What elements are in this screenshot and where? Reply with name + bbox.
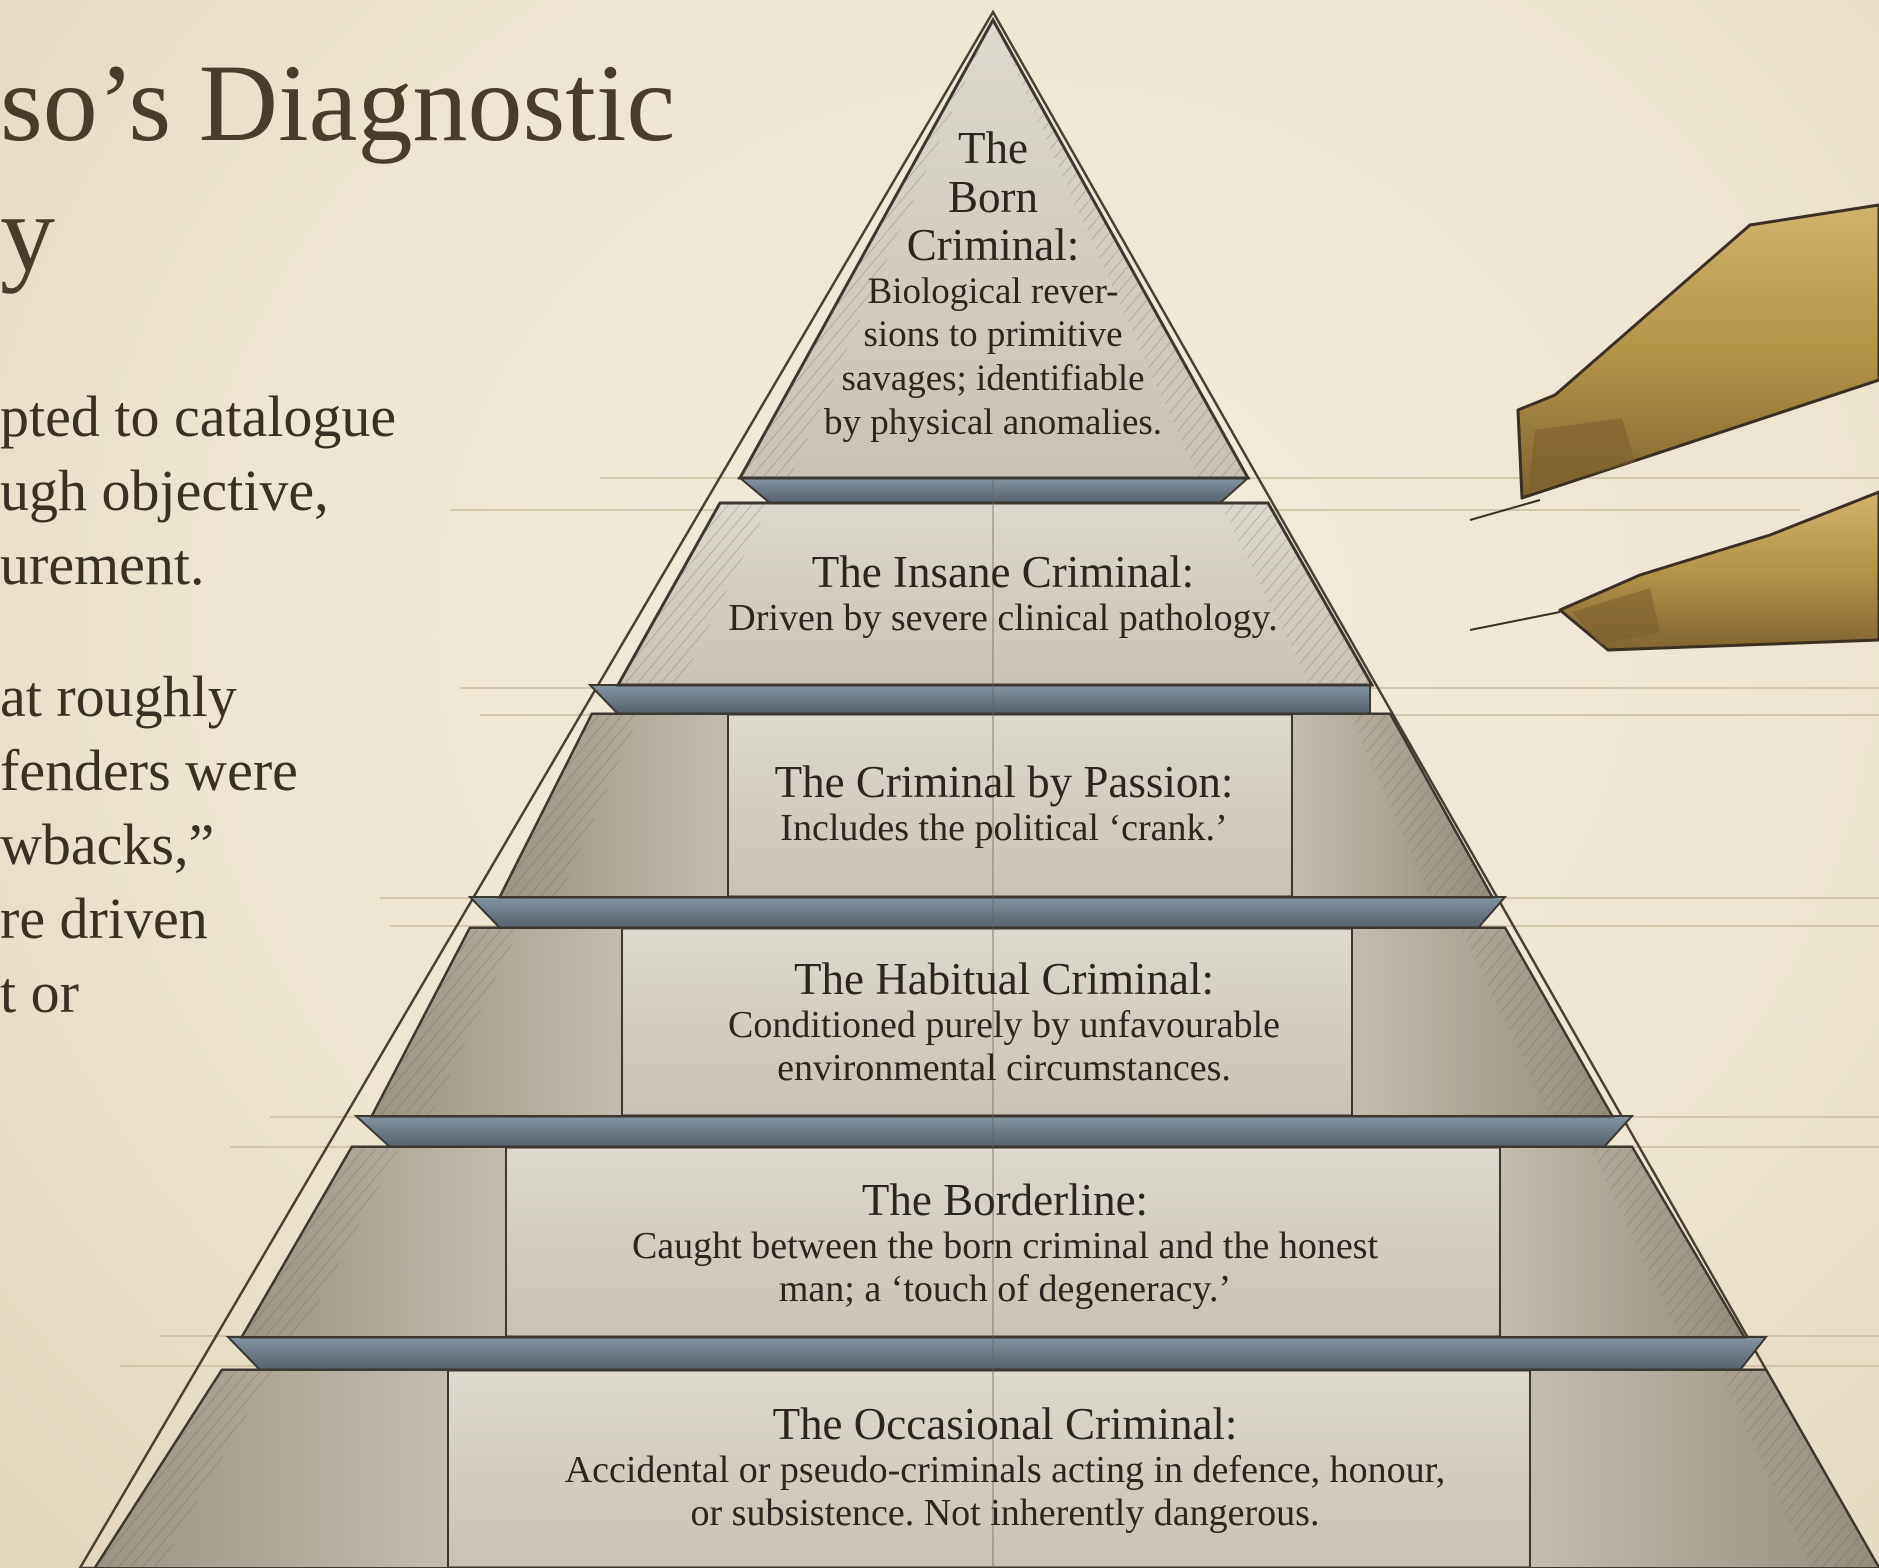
tier-occasional-criminal: The Occasional Criminal: Accidental or p… xyxy=(565,1400,1446,1535)
tier-description: Conditioned purely by unfavourable xyxy=(728,1003,1280,1046)
tier-title: The Borderline: xyxy=(861,1175,1149,1225)
pyramid-tiers xyxy=(93,478,1879,1568)
tier-borderline: The Borderline: Caught between the born … xyxy=(632,1176,1378,1311)
pyramid-apex xyxy=(737,16,1251,480)
intro-line: urement. xyxy=(0,532,205,597)
tier-title: The Insane Criminal: xyxy=(811,547,1195,597)
intro-line: at roughly xyxy=(0,664,237,729)
tier-description: Accidental or pseudo-criminals acting in… xyxy=(564,1448,1446,1491)
tier-born-criminal: The Born Criminal: Biological rever- sio… xyxy=(793,124,1193,444)
tier-title: The Occasional Criminal: xyxy=(772,1399,1238,1449)
tier-title: The Habitual Criminal: xyxy=(794,954,1214,1004)
page-title-continued: y xyxy=(0,172,55,294)
intro-line: ugh objective, xyxy=(0,458,329,523)
intro-line: wbacks,” xyxy=(0,812,215,877)
tier-title: The Criminal by Passion: xyxy=(774,757,1234,807)
tier-habitual-criminal: The Habitual Criminal: Conditioned purel… xyxy=(728,955,1280,1090)
tier-title: Criminal: xyxy=(906,220,1080,271)
tier-description: man; a ‘touch of degeneracy.’ xyxy=(778,1267,1232,1310)
tier-title: Born xyxy=(948,171,1038,222)
tier-description: savages; identifiable xyxy=(841,358,1145,400)
caliper-icon xyxy=(1469,203,1879,652)
tier-criminal-by-passion: The Criminal by Passion: Includes the po… xyxy=(775,758,1234,850)
tier-description: by physical anomalies. xyxy=(823,401,1163,443)
tier-title: The xyxy=(958,123,1028,173)
tier-description: Caught between the born criminal and the… xyxy=(631,1224,1379,1267)
tier-description: sions to primitive xyxy=(863,314,1123,356)
intro-line: pted to catalogue xyxy=(0,384,397,449)
page-title: so’s Diagnostic xyxy=(0,42,676,164)
tier-description: Driven by severe clinical pathology. xyxy=(728,596,1278,639)
tier-description: Includes the political ‘crank.’ xyxy=(780,806,1228,849)
tier-description: Biological rever- xyxy=(867,270,1119,312)
intro-line: re driven xyxy=(0,886,208,951)
tier-description: or subsistence. Not inherently dangerous… xyxy=(690,1491,1320,1534)
intro-line: t or xyxy=(0,960,79,1025)
tier-description: environmental circumstances. xyxy=(777,1046,1231,1089)
pyramid-outline xyxy=(78,9,1879,1568)
tier-insane-criminal: The Insane Criminal: Driven by severe cl… xyxy=(728,548,1277,640)
intro-line: fenders were xyxy=(0,738,298,803)
